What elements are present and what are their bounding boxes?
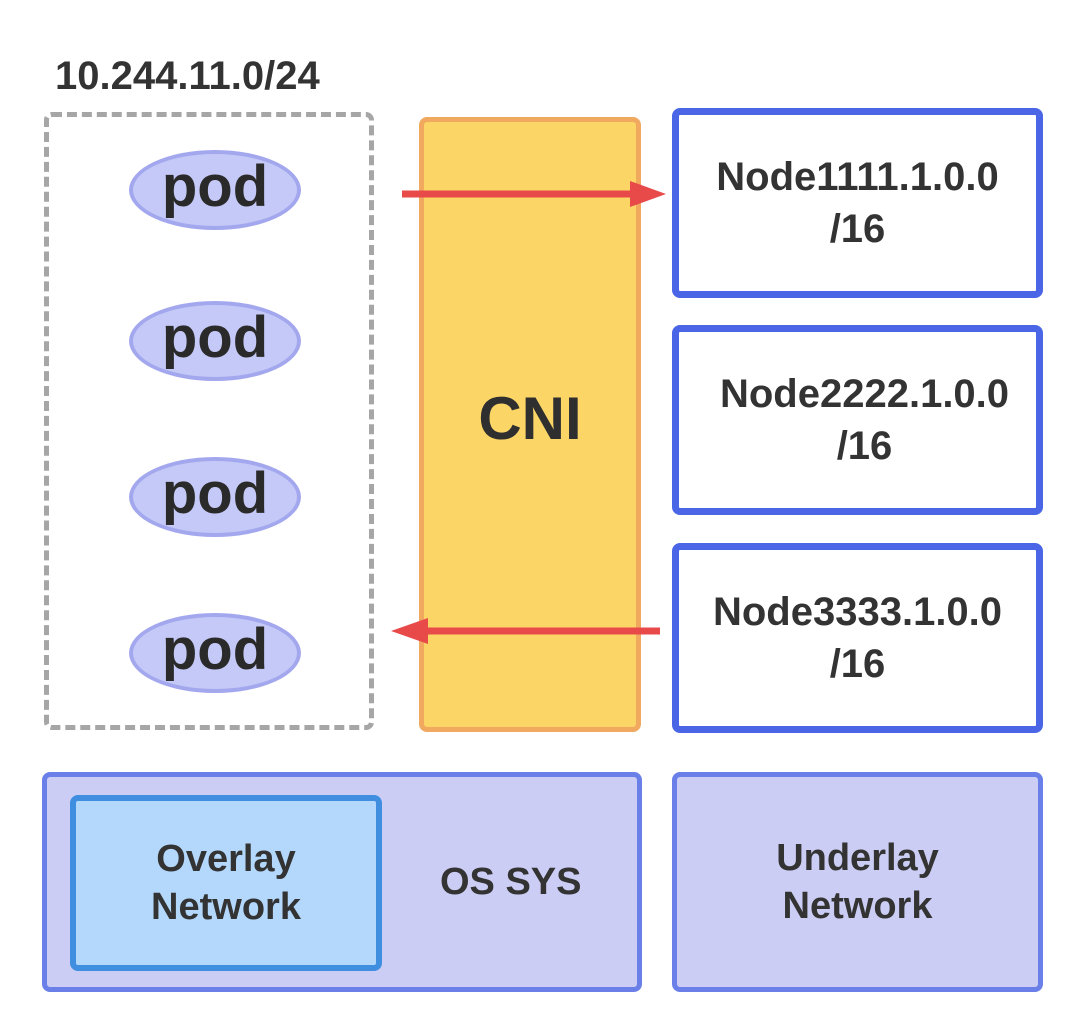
arrow-cni-to-node1	[402, 181, 666, 207]
node-2: Node2222.1.0.0 /16	[672, 325, 1043, 515]
pod-1: pod	[129, 150, 301, 230]
pod-2: pod	[129, 301, 301, 381]
underlay-line2: Network	[782, 885, 933, 927]
pod-3: pod	[129, 457, 301, 537]
underlay-line1: Underlay	[776, 837, 939, 879]
overlay-line2: Network	[151, 886, 301, 928]
node-1-mask: /16	[829, 207, 886, 251]
underlay-label: Underlay Network	[672, 772, 1043, 992]
pod-group	[44, 112, 374, 730]
pod-label: pod	[161, 461, 269, 526]
node-1: Node1111.1.0.0 /16	[672, 108, 1043, 298]
overlay-line1: Overlay	[156, 838, 296, 880]
node-3-name: Node3333.1.0.0	[712, 590, 1003, 634]
cni-label: CNI	[478, 385, 582, 452]
pod-label: pod	[161, 154, 269, 219]
pod-label: pod	[161, 617, 269, 682]
node-2-mask: /16	[836, 424, 893, 468]
pod-4: pod	[129, 613, 301, 693]
underlay-network-box	[672, 772, 1043, 992]
arrow-node3-to-pods	[391, 618, 660, 644]
subnet-label: 10.244.11.0/24	[55, 54, 320, 98]
node-1-name: Node1111.1.0.0	[716, 155, 999, 199]
pod-label: pod	[161, 305, 269, 370]
overlay-network-box: Overlay Network	[70, 795, 382, 971]
node-3: Node3333.1.0.0 /16	[672, 543, 1043, 733]
node-3-mask: /16	[829, 642, 886, 686]
node-2-name: Node2222.1.0.0	[719, 372, 1010, 416]
os-sys-label: OS SYS	[440, 861, 582, 903]
